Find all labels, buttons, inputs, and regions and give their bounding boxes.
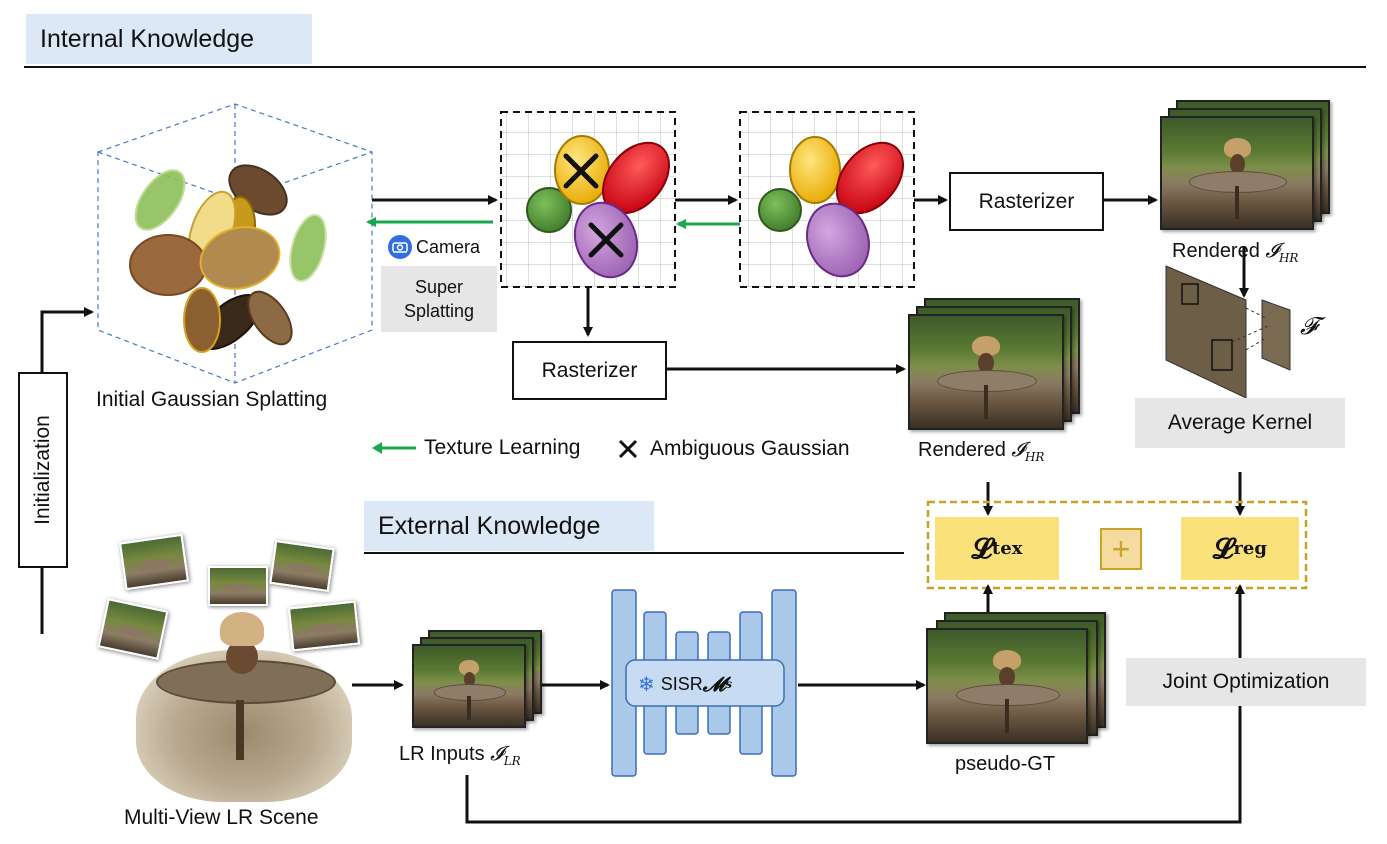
rasterizer-mid: Rasterizer [512, 341, 667, 400]
rasterizer-top: Rasterizer [949, 172, 1104, 231]
rendered-top-label: Rendered 𝓘HR [1172, 238, 1299, 265]
kernel-feature-map [1165, 265, 1291, 399]
legend-texture-learning: Texture Learning [424, 436, 581, 459]
external-divider [364, 552, 904, 554]
legend-ambiguous-gaussian: Ambiguous Gaussian [650, 437, 850, 460]
grid2-gaussians [758, 136, 904, 278]
super-splatting-label: Super Splatting [381, 266, 497, 332]
f-symbol: 𝓕 [1300, 312, 1318, 340]
multi-view-label: Multi-View LR Scene [124, 806, 319, 829]
section-external-title: External Knowledge [364, 501, 654, 551]
snowflake-icon: ❄ [638, 673, 655, 696]
initial-gs-label: Initial Gaussian Splatting [96, 388, 328, 411]
initialization-box: Initialization [18, 372, 68, 568]
internal-divider [24, 66, 1366, 68]
lr-inputs-label: LR Inputs 𝓘LR [399, 741, 521, 768]
section-internal-title: Internal Knowledge [26, 14, 312, 64]
gaussian-ellipsoids [129, 164, 327, 353]
plus-icon: + [1100, 528, 1142, 570]
cross-icon [563, 153, 624, 258]
pseudo-gt-label: pseudo-GT [955, 753, 1056, 775]
legend-green-arrow [372, 442, 416, 454]
average-kernel-label: Average Kernel [1135, 398, 1345, 448]
camera-icon [388, 235, 412, 259]
cross-icon [618, 439, 638, 459]
camera-label: Camera [416, 237, 481, 257]
initialization-label: Initialization [31, 415, 54, 525]
grid1-gaussians [526, 135, 670, 279]
rendered-mid-label: Rendered 𝓘HR [918, 437, 1045, 464]
joint-optimization-label: Joint Optimization [1126, 658, 1366, 706]
